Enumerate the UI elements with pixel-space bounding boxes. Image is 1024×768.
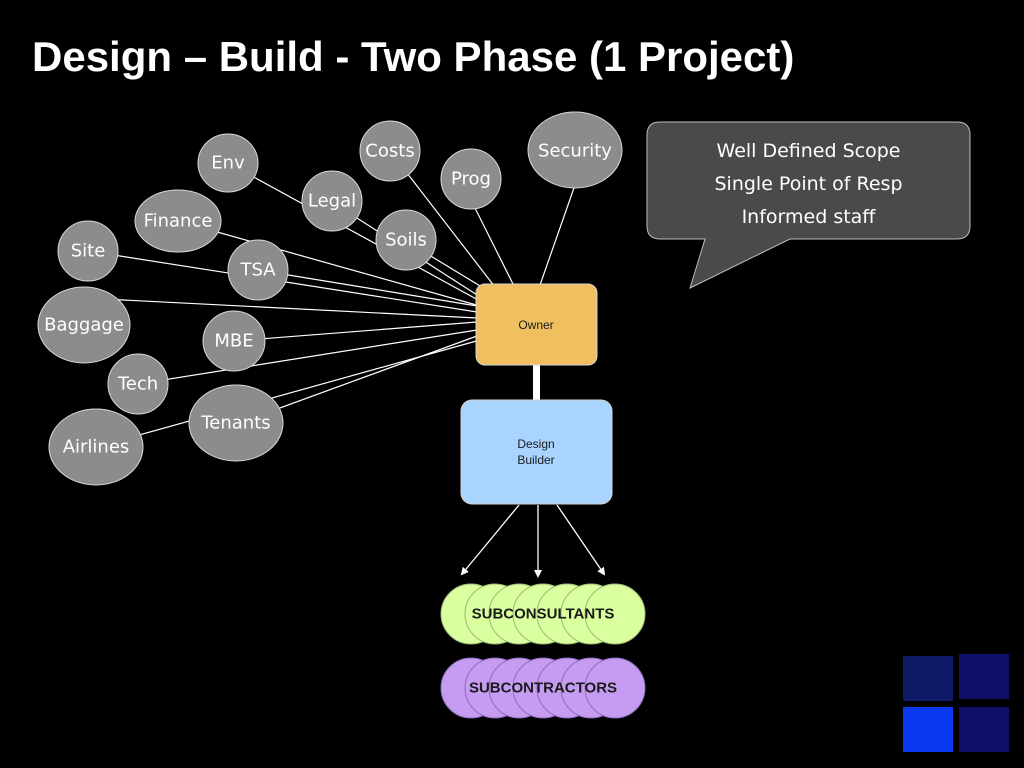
connector-env [227,162,501,313]
stakeholder-legal-label: Legal [308,191,356,212]
stakeholder-soils: Soils [375,209,437,271]
stakeholder-airlines: Airlines [48,408,144,486]
stakeholder-tsa-label: TSA [239,260,276,281]
slide-title: Design – Build - Two Phase (1 Project) [32,33,795,80]
stakeholder-env-label: Env [211,153,245,174]
logo-squares [901,654,1011,754]
subconsultants-label: SUBCONSULTANTS [472,606,615,623]
builder-arrows [460,504,606,578]
stakeholder-site: Site [57,220,119,282]
connector-prog [470,199,516,289]
stakeholder-soils-label: Soils [385,230,427,251]
connector-tsa [257,269,478,307]
stakeholder-tenants: Tenants [188,384,284,462]
stakeholder-prog: Prog [440,148,502,210]
stakeholder-finance: Finance [134,189,222,253]
arrow-left [460,504,520,576]
owner-box: Owner [475,283,598,366]
stakeholder-baggage-label: Baggage [44,315,124,336]
connector-finance [177,220,481,307]
subcontractors-label: SUBCONTRACTORS [469,680,617,697]
design-builder-box: Design Builder [460,399,613,505]
design-builder-label-line2: Builder [517,453,554,467]
stakeholder-tech: Tech [107,353,169,415]
logo-square-bottom-left [903,707,953,752]
stakeholder-legal: Legal [301,170,363,232]
stakeholder-site-label: Site [71,241,106,262]
design-builder-label-line1: Design [517,437,554,451]
stakeholder-finance-label: Finance [144,211,213,232]
callout-bubble [646,121,971,289]
stakeholder-mbe: MBE [202,310,266,372]
stakeholder-mbe-label: MBE [214,331,253,352]
connector-baggage [83,297,478,319]
logo-square-top-left [903,656,953,701]
stakeholder-tech-label: Tech [117,374,158,395]
connector-airlines [95,339,481,448]
callout-text: Well Defined Scope Single Point of Resp … [647,122,970,239]
callout-line-3: Informed staff [741,206,876,228]
callout-line-1: Well Defined Scope [716,140,901,162]
stakeholder-bubbles: Env Costs Security Prog Legal Finance [37,111,623,486]
subconsultants-strip: SUBCONSULTANTS [440,583,646,645]
owner-label: Owner [518,318,553,332]
stakeholder-tsa: TSA [227,239,289,301]
subcontractors-strip: SUBCONTRACTORS [440,657,646,719]
stakeholder-connectors [83,150,576,448]
owner-builder-connector [533,364,540,401]
stakeholder-prog-label: Prog [451,169,491,190]
callout-line-2: Single Point of Resp [714,173,903,195]
connector-costs [389,150,506,301]
connector-security [539,184,576,286]
stakeholder-baggage: Baggage [37,286,131,364]
stakeholder-security: Security [527,111,623,189]
connector-tech [137,329,478,385]
stakeholder-tenants-label: Tenants [200,413,270,434]
arrow-right [556,504,606,576]
logo-square-top-right [959,654,1009,699]
stakeholder-costs: Costs [359,120,421,182]
logo-square-bottom-right [959,707,1009,752]
connector-mbe [233,321,478,342]
stakeholder-env: Env [197,133,259,193]
stakeholder-security-label: Security [538,141,612,162]
stakeholder-airlines-label: Airlines [63,437,130,458]
stakeholder-costs-label: Costs [365,141,414,162]
